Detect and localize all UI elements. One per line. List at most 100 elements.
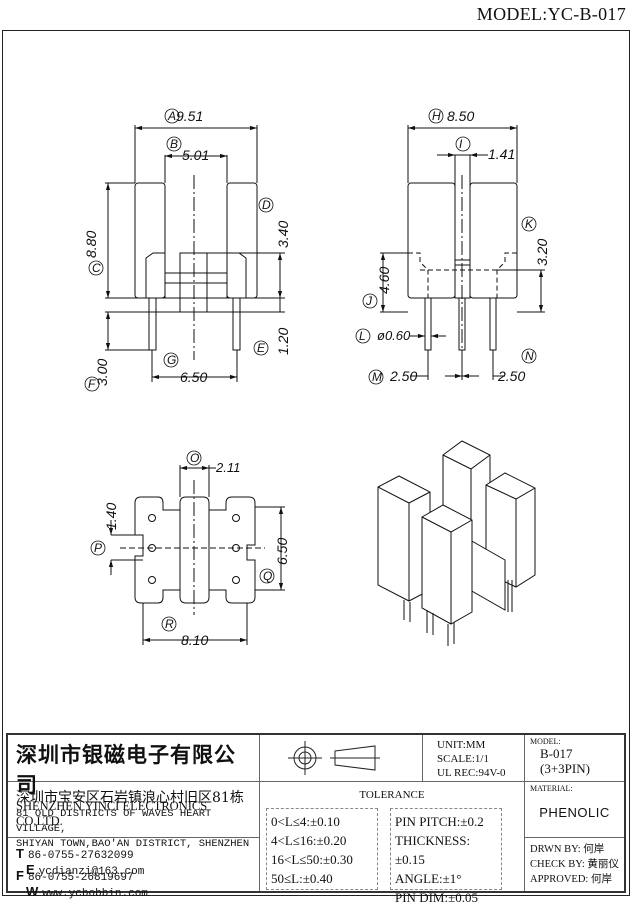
dim-g-label: G [167,353,176,367]
web-label: W [26,884,39,899]
address-en-line1: 81 OLD DISTRICTS OF WAVES HEART VILLAGE, [16,808,212,835]
dim-r-value: 8.10 [181,632,208,648]
bottom-outline [134,496,256,604]
phone-number: 86-0755-27632099 [27,850,134,862]
pin-hole [232,576,240,584]
isometric-view [377,440,536,646]
pin-hole [148,514,156,522]
front-left-pin [148,297,157,351]
front-right-pin [232,297,241,351]
scale: SCALE:1/1 [437,753,489,765]
checked-by: CHECK BY: 黄丽仪 [530,859,619,870]
dim-h-value: 8.50 [447,108,474,124]
material-label: MATERIAL: [530,784,573,793]
dim-a-label: A [167,109,176,123]
pin-hole [148,576,156,584]
address-en-line2: SHIYAN TOWN,BAO'AN DISTRICT, SHENZHEN [16,838,250,850]
company-name-cn: 深圳市银磁电子有限公司 [16,742,236,797]
company-cell: 深圳市银磁电子有限公司 SHENZHEN YINCI ELECTRONICS C… [8,735,260,828]
dim-k-value: 3.20 [534,239,550,266]
dim-m-label: M [372,370,382,384]
tolerance-row: ANGLE:±1° [395,871,462,886]
drawing-canvas: 9.51 A 5.01 B 8.80 C 3.40 D 1.20 E 3.00 … [83,108,550,648]
fax-number: 86-0755-26819697 [27,872,134,884]
dim-m-value: 2.50 [389,368,417,384]
dim-i-value: 1.41 [488,146,515,162]
dim-d-value: 3.40 [275,221,291,248]
phone-label: T [16,846,24,861]
company-name-en: SHENZHEN YINCI ELECTRONICS CO,LTD. [16,799,208,828]
dim-f-label: F [88,377,96,391]
front-right-flange [226,252,247,299]
material-cell: MATERIAL: PHENOLIC [525,782,624,838]
dim-d-label: D [262,198,271,212]
side-left-pin [424,297,432,351]
dim-q-label: Q [263,569,272,583]
model-cell: MODEL: B-017 (3+3PIN) [525,735,624,782]
dim-p-value: 1.40 [103,503,119,530]
tolerance-misc-list: PIN PITCH:±0.2 THICKNESS:±0.15 ANGLE:±1°… [390,808,502,905]
address-cell: 深圳市宝安区石岩镇浪心村旧区81栋 81 OLD DISTRICTS OF WA… [8,782,260,850]
front-left-flange [145,252,166,299]
tolerance-row: PIN DIM:±0.05 [395,890,478,905]
tolerance-length-list: 0<L≤4:±0.10 4<L≤16:±0.20 16<L≤50:±0.30 5… [266,808,378,890]
dim-i-label: I [459,137,463,151]
dim-c-label: C [92,261,101,275]
dim-g-value: 6.50 [180,369,207,385]
dim-b-value: 5.01 [182,147,209,163]
dim-j-value: 4.60 [376,267,392,294]
ul-rec: UL REC:94V-0 [437,767,506,779]
side-left-block [407,182,456,299]
dim-l-label: L [359,329,366,343]
tolerance-row: THICKNESS:±0.15 [395,833,471,867]
tolerance-row: PIN PITCH:±0.2 [395,814,484,829]
dim-e-label: E [257,341,266,355]
dim-k-label: K [525,217,534,231]
drawn-by: DRWN BY: 何岸 [530,844,605,855]
front-view [105,125,285,382]
iso-front-post [421,504,473,625]
unit-cell: UNIT:MM SCALE:1/1 UL REC:94V-0 [423,735,525,782]
bottom-view [108,465,285,645]
model-pins: (3+3PIN) [540,761,590,776]
tolerance-row: 0<L≤4:±0.10 [271,814,340,829]
dim-o-value: 2.11 [215,460,240,475]
drawing-frame [2,30,630,896]
dim-j-label: J [365,294,373,308]
dim-n-value: 2.50 [497,368,525,384]
material-value: PHENOLIC [539,805,610,820]
signoff-cell: DRWN BY: 何岸 CHECK BY: 黄丽仪 APPROVED: 何岸 [525,838,624,891]
website-link[interactable]: www.ycbobbin.com [42,888,148,900]
dim-a-value: 9.51 [176,108,203,124]
pin-hole [232,514,240,522]
projection-symbol-cell [260,735,423,782]
dim-f-value: 3.00 [94,359,110,386]
address-cn: 深圳市宝安区石岩镇浪心村旧区81栋 [16,790,244,806]
tolerance-row: 4<L≤16:±0.20 [271,833,347,848]
title-block: 深圳市银磁电子有限公司 SHENZHEN YINCI ELECTRONICS C… [6,733,626,905]
dim-c-value: 8.80 [83,231,99,258]
tolerance-row: 16<L≤50:±0.30 [271,852,353,867]
dim-o-label: O [190,451,199,465]
dim-q-value: 6.50 [274,538,290,565]
dim-h-label: H [432,109,441,123]
tolerance-title: TOLERANCE [359,789,425,801]
unit: UNIT:MM [437,739,486,751]
third-angle-projection-icon [288,741,380,775]
tolerance-cell: TOLERANCE 0<L≤4:±0.10 4<L≤16:±0.20 16<L≤… [260,782,525,905]
side-right-block [469,182,518,299]
email-label: E [26,862,35,877]
front-left-post [134,182,166,299]
model-header: MODEL:YC-B-017 [476,4,626,24]
side-view [380,125,545,380]
model-value: B-017 [540,746,573,761]
dim-e-value: 1.20 [275,328,291,355]
dim-b-label: B [170,137,178,151]
side-right-pin [489,297,497,351]
front-right-post [226,182,258,299]
email-address[interactable]: ycdianzi@163.com [38,866,145,878]
model-label: MODEL: [530,737,561,746]
fax-label: F [16,868,24,883]
tolerance-row: 50≤L:±0.40 [271,871,333,886]
